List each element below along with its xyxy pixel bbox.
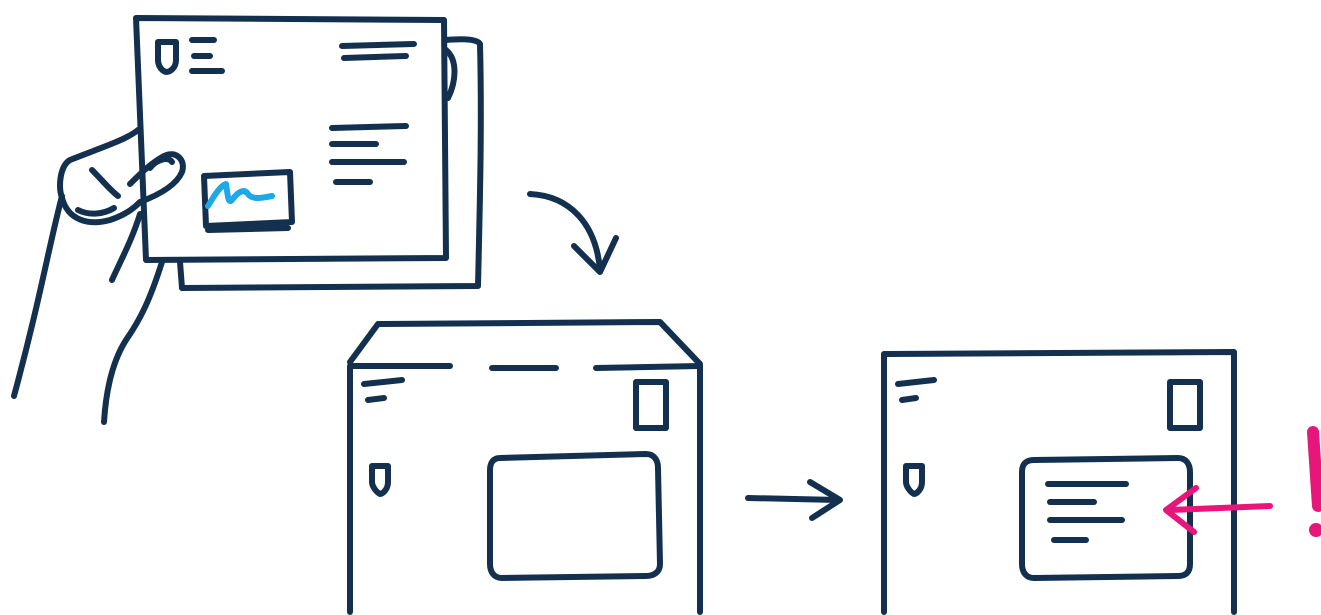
wrist-outer xyxy=(14,196,62,396)
envelope-logo-icon xyxy=(372,466,388,494)
empty-address-window xyxy=(490,454,660,578)
stamp-box xyxy=(1170,382,1200,428)
signature-scribble xyxy=(208,184,272,206)
envelope-fold-line xyxy=(596,366,700,368)
letterhead-logo-icon xyxy=(158,42,176,72)
finger-crease xyxy=(92,170,118,196)
straight-arrow-icon xyxy=(748,482,840,518)
exclamation-stroke xyxy=(1313,432,1318,506)
curved-arrow-icon xyxy=(530,194,616,272)
exclamation-mark-icon xyxy=(1309,432,1321,537)
alert-arrow-icon xyxy=(1166,488,1270,532)
stamp-box xyxy=(636,382,666,428)
hand-holding-letter-icon xyxy=(14,18,481,422)
window-envelope-icon xyxy=(350,322,700,612)
palm-edge xyxy=(112,214,140,280)
window-envelope-with-address-icon xyxy=(884,352,1234,612)
signature-underline xyxy=(208,228,288,230)
envelope-logo-icon xyxy=(906,466,922,494)
signature-box xyxy=(204,172,292,226)
alert-arrow-shaft xyxy=(1170,506,1270,510)
finger-crease xyxy=(78,208,114,214)
sender-line xyxy=(342,44,414,46)
exclamation-dot xyxy=(1309,523,1321,537)
wrist-inner xyxy=(104,262,162,422)
return-address-line xyxy=(364,380,402,384)
return-address-line xyxy=(898,380,934,384)
sender-line xyxy=(344,56,406,58)
straight-arrow-shaft xyxy=(748,498,838,500)
address-line xyxy=(332,126,406,128)
return-address-line xyxy=(902,398,916,400)
return-address-line xyxy=(368,398,384,400)
envelope-flap xyxy=(350,322,700,364)
